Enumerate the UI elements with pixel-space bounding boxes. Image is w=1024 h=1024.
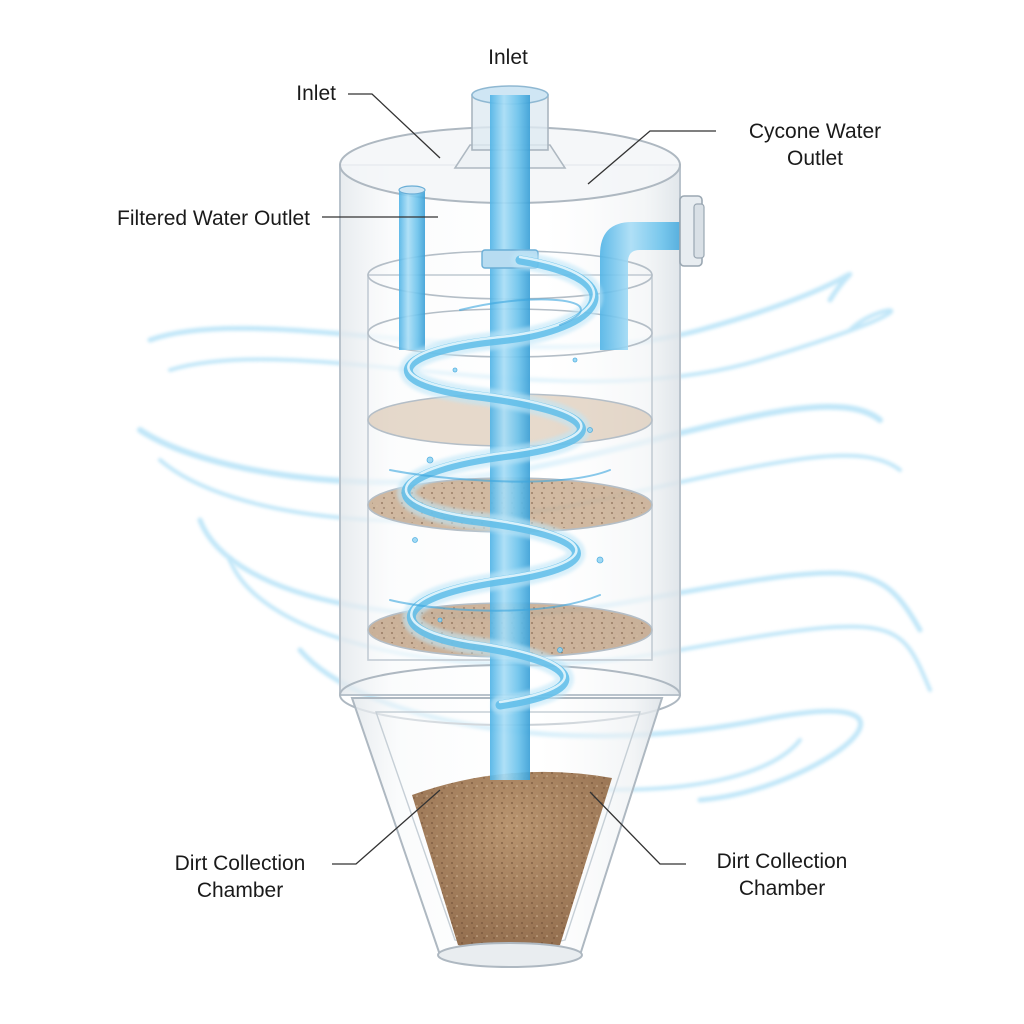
label-dirt-left-line2: Chamber [196, 879, 284, 902]
cyclone-outlet-elbow [600, 222, 688, 350]
water-droplet [596, 556, 604, 564]
label-inlet-left-text: Inlet [296, 82, 336, 105]
label-filtered-outlet: Filtered Water Outlet [40, 205, 310, 232]
leader-lines [322, 93, 716, 865]
water-droplet [587, 427, 593, 433]
water-droplet [412, 537, 418, 543]
leader-line-inlet-left [348, 93, 441, 159]
filtered-outlet-pipe [398, 185, 426, 350]
inlet-pipe-shaft [490, 95, 530, 780]
water-droplet [572, 357, 578, 363]
cone-chamber [350, 697, 664, 968]
label-dirt-left: Dirt Collection Chamber [148, 850, 332, 904]
label-dirt-right-line1: Dirt Collection [716, 850, 848, 873]
filtered-outlet-shaft [399, 190, 425, 350]
vortex-highlight [404, 255, 596, 704]
label-inlet-top-text: Inlet [488, 46, 528, 69]
filtered-outlet-opening [398, 185, 426, 195]
water-droplets [412, 357, 604, 653]
water-droplet [426, 456, 434, 464]
cone-bottom-cap [437, 942, 583, 968]
label-dirt-left-line1: Dirt Collection [174, 852, 306, 875]
spiral-vortex [389, 251, 611, 714]
label-inlet-top: Inlet [466, 44, 550, 71]
cyclone-outlet-pipe [600, 195, 705, 350]
leader-line-dirt-left [332, 789, 441, 865]
cyclone-outlet-flange-face [693, 203, 705, 259]
label-cyclone-outlet-line1: Cycone Water [748, 120, 882, 143]
water-droplet [452, 367, 458, 373]
collected-dirt-texture [412, 771, 612, 952]
label-dirt-right-line2: Chamber [738, 877, 826, 900]
label-cyclone-outlet-line2: Outlet [786, 147, 844, 170]
vortex-band [401, 255, 599, 710]
label-dirt-right: Dirt Collection Chamber [690, 848, 874, 902]
water-droplet [557, 647, 563, 653]
central-inlet-pipe [453, 85, 567, 780]
label-inlet-left: Inlet [250, 80, 336, 107]
swirl-streak [168, 308, 894, 384]
leader-line-dirt-right [589, 791, 686, 865]
label-filtered-outlet-text: Filtered Water Outlet [117, 207, 310, 230]
label-cyclone-outlet: Cycone Water Outlet [720, 118, 910, 172]
leader-line-cyclone-outlet [587, 130, 716, 185]
vortex-streak [389, 298, 611, 612]
water-droplet [437, 617, 443, 623]
